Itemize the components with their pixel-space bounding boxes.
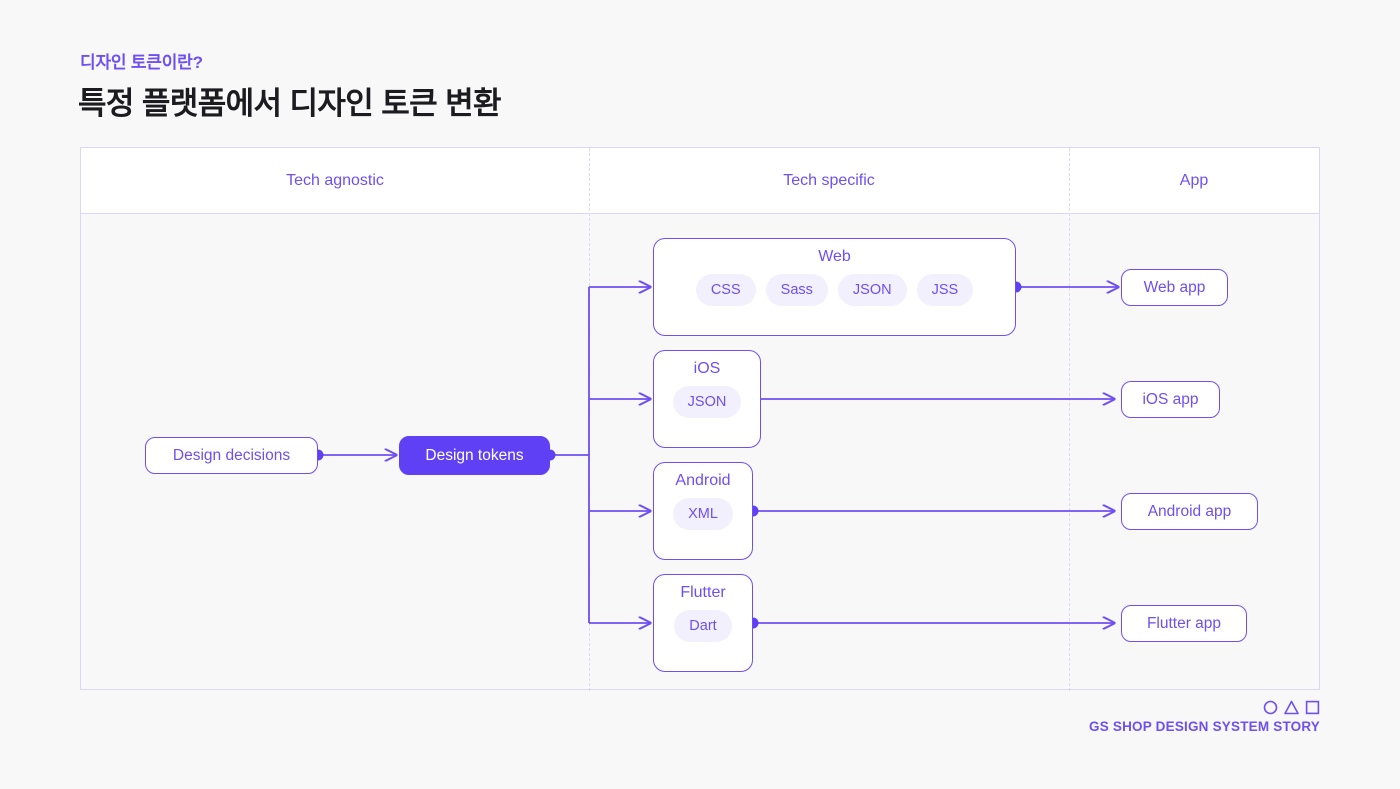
footer-branding: GS SHOP DESIGN SYSTEM STORY <box>1089 700 1320 734</box>
node-design-tokens[interactable]: Design tokens <box>399 436 550 475</box>
chip-jss[interactable]: JSS <box>916 274 974 306</box>
footer-marks <box>1089 700 1320 715</box>
chip-list-web: CSS Sass JSON JSS <box>695 274 974 306</box>
chip-list-android: XML <box>673 498 733 530</box>
page-title: 특정 플랫폼에서 디자인 토큰 변환 <box>78 86 502 121</box>
node-android-app[interactable]: Android app <box>1121 493 1258 530</box>
chip-css[interactable]: CSS <box>695 274 756 306</box>
chip-xml[interactable]: XML <box>673 498 733 530</box>
group-title-web: Web <box>818 248 851 265</box>
group-ios[interactable]: iOS JSON <box>653 350 761 448</box>
group-title-android: Android <box>675 472 731 489</box>
column-divider-2 <box>1069 148 1070 691</box>
page-eyebrow: 디자인 토큰이란? <box>80 53 203 72</box>
group-flutter[interactable]: Flutter Dart <box>653 574 753 672</box>
group-title-ios: iOS <box>693 360 721 377</box>
column-divider-1 <box>589 148 590 691</box>
chip-sass[interactable]: Sass <box>765 274 828 306</box>
group-web[interactable]: Web CSS Sass JSON JSS <box>653 238 1016 336</box>
triangle-mark-icon <box>1284 700 1299 715</box>
group-title-flutter: Flutter <box>680 584 726 601</box>
node-flutter-app[interactable]: Flutter app <box>1121 605 1247 642</box>
chip-json-ios[interactable]: JSON <box>672 386 742 418</box>
column-header-tech-agnostic: Tech agnostic <box>286 172 384 189</box>
chip-json-web[interactable]: JSON <box>837 274 907 306</box>
chip-dart[interactable]: Dart <box>674 610 732 642</box>
square-mark-icon <box>1305 700 1320 715</box>
circle-mark-icon <box>1263 700 1278 715</box>
column-header-tech-specific: Tech specific <box>783 172 875 189</box>
node-web-app[interactable]: Web app <box>1121 269 1228 306</box>
diagram-frame: Tech agnostic Tech specific App <box>80 147 1320 691</box>
node-design-decisions[interactable]: Design decisions <box>145 437 318 474</box>
node-ios-app[interactable]: iOS app <box>1121 381 1220 418</box>
footer-text: GS SHOP DESIGN SYSTEM STORY <box>1089 719 1320 734</box>
chip-list-flutter: Dart <box>674 610 732 642</box>
column-header-app: App <box>1179 172 1209 189</box>
chip-list-ios: JSON <box>672 386 742 418</box>
group-android[interactable]: Android XML <box>653 462 753 560</box>
column-header-row <box>81 148 1319 214</box>
